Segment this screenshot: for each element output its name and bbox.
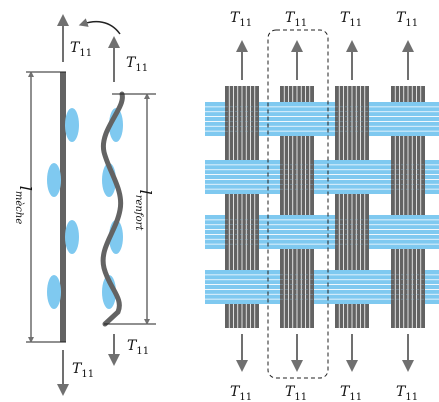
- tension-label: T11: [230, 10, 252, 29]
- weft-ellipse: [65, 220, 79, 254]
- tension-label: T11: [396, 384, 418, 402]
- transition-arrow: [78, 18, 121, 35]
- weft-over-warp: [391, 102, 425, 136]
- weft-over-warp: [280, 215, 314, 249]
- tension-label: T11: [230, 384, 252, 402]
- tension-label: T11: [340, 384, 362, 402]
- weft-ellipse: [65, 108, 79, 142]
- weft-over-warp: [280, 102, 314, 136]
- tension-label: T11: [72, 361, 94, 380]
- straight-yarn: [60, 72, 66, 342]
- weft-over-warp: [225, 270, 259, 304]
- wavy-yarn: [100, 91, 125, 327]
- l-meche-dimension: [26, 71, 66, 343]
- weft-ellipse: [47, 163, 61, 197]
- tension-label: T11: [127, 338, 149, 357]
- tension-label: T11: [126, 55, 148, 74]
- weft-over-warp: [391, 215, 425, 249]
- l-renfort-label: lrenfort: [133, 190, 155, 232]
- tension-label: T11: [396, 10, 418, 29]
- l-renfort-dimension: [104, 93, 156, 325]
- tension-label: T11: [285, 10, 307, 29]
- weft-over-warp: [335, 160, 369, 194]
- left-panel: T11 T11 T11 T11 lmèche lrenfort: [13, 14, 156, 396]
- weft-over-warp: [225, 160, 259, 194]
- weft-over-warp: [335, 270, 369, 304]
- tension-label: T11: [285, 384, 307, 402]
- unit-cell-outline: [267, 29, 329, 379]
- tension-label: T11: [70, 40, 92, 59]
- weft-ellipse: [47, 275, 61, 309]
- l-meche-label: lmèche: [13, 186, 35, 225]
- tension-label: T11: [340, 10, 362, 29]
- woven-fabric: [205, 40, 439, 372]
